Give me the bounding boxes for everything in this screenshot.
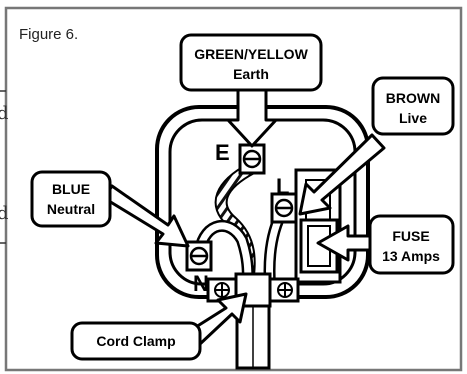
cord-clamp-callout: Cord Clamp — [70, 292, 248, 361]
live-terminal — [270, 192, 298, 224]
neutral-arrow — [102, 184, 190, 248]
live-arrow — [298, 133, 386, 216]
earth-terminal-letter: E — [215, 140, 230, 165]
fuse-label-rating: 13 Amps — [382, 248, 440, 264]
figure-caption: Figure 6. — [19, 26, 78, 43]
cord-clamp-label: Cord Clamp — [96, 333, 175, 349]
earth-label-color: GREEN/YELLOW — [194, 46, 308, 62]
cord-clamp-arrow — [186, 292, 248, 346]
live-label-name: Live — [399, 110, 427, 126]
neutral-terminal-letter: N — [193, 271, 209, 296]
fuse-arrow — [316, 224, 374, 262]
earth-label-name: Earth — [233, 66, 269, 82]
page-stub-letter: d — [0, 203, 9, 224]
live-label-color: BROWN — [386, 90, 440, 106]
live-callout: BROWN Live — [298, 76, 455, 216]
earth-callout: GREEN/YELLOW Earth — [179, 33, 323, 148]
neutral-callout: BLUE Neutral — [30, 170, 190, 248]
earth-terminal — [238, 143, 266, 175]
fuse-callout: FUSE 13 Amps — [316, 214, 455, 275]
neutral-terminal — [185, 240, 213, 272]
fuse-label-name: FUSE — [392, 228, 429, 244]
page-stub-letter: d — [0, 103, 9, 124]
neutral-label-name: Neutral — [47, 201, 95, 217]
live-terminal-letter: L — [276, 174, 289, 199]
neutral-label-color: BLUE — [52, 181, 90, 197]
